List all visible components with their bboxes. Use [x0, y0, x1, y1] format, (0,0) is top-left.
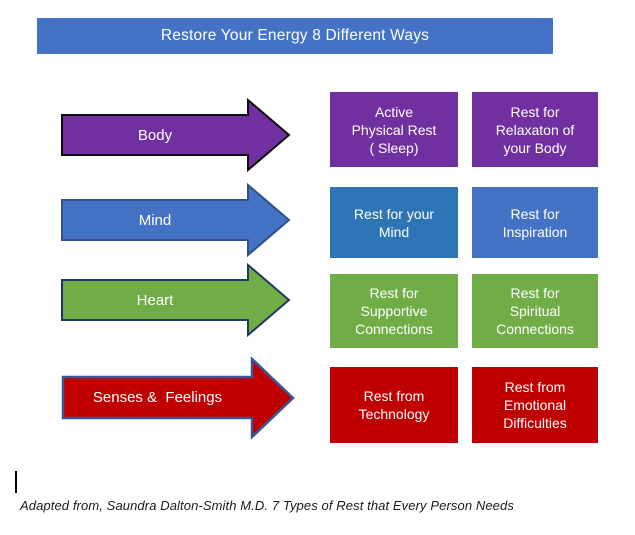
box-rest-for-relaxation[interactable]: Rest for Relaxaton of your Body [472, 92, 598, 167]
body-arrow-polygon [61, 97, 291, 173]
heart-arrow-polygon [61, 262, 291, 338]
mind-arrow-label: Mind [138, 211, 172, 229]
heart-arrow-label: Heart [136, 291, 174, 309]
box-rest-emotional-difficulties[interactable]: Rest from Emotional Difficulties [472, 367, 598, 443]
body-arrow-label: Body [137, 126, 173, 144]
senses-arrow-polygon [61, 356, 295, 440]
box-label: Rest for Relaxaton of your Body [495, 103, 575, 156]
box-active-physical-rest[interactable]: Active Physical Rest ( Sleep) [330, 92, 458, 167]
box-rest-for-inspiration[interactable]: Rest for Inspiration [472, 187, 598, 258]
senses-arrow-shape[interactable] [60, 356, 296, 440]
mind-arrow-polygon [61, 182, 291, 258]
box-label: Rest for your Mind [353, 205, 435, 240]
senses-arrow-label: Senses & Feelings [92, 389, 223, 406]
box-rest-spiritual-connections[interactable]: Rest for Spiritual Connections [472, 274, 598, 348]
box-rest-for-your-mind[interactable]: Rest for your Mind [330, 187, 458, 258]
box-label: Rest for Supportive Connections [355, 285, 433, 337]
page-title: Restore Your Energy 8 Different Ways [160, 27, 430, 44]
title-banner[interactable]: Restore Your Energy 8 Different Ways [37, 18, 553, 54]
box-rest-from-technology[interactable]: Rest from Technology [330, 367, 458, 443]
box-rest-supportive-connections[interactable]: Rest for Supportive Connections [330, 274, 458, 348]
box-label: Rest from Technology [358, 388, 430, 422]
heart-arrow-shape[interactable] [60, 262, 292, 338]
box-label: Rest for Inspiration [502, 205, 568, 240]
box-label: Active Physical Rest ( Sleep) [351, 103, 437, 156]
text-cursor [15, 471, 17, 493]
box-label: Rest from Emotional Difficulties [503, 379, 567, 431]
box-label: Rest for Spiritual Connections [496, 285, 574, 337]
mind-arrow-shape[interactable] [60, 182, 292, 258]
attribution-text: Adapted from, Saundra Dalton-Smith M.D. … [20, 498, 514, 513]
body-arrow-shape[interactable] [60, 97, 292, 173]
